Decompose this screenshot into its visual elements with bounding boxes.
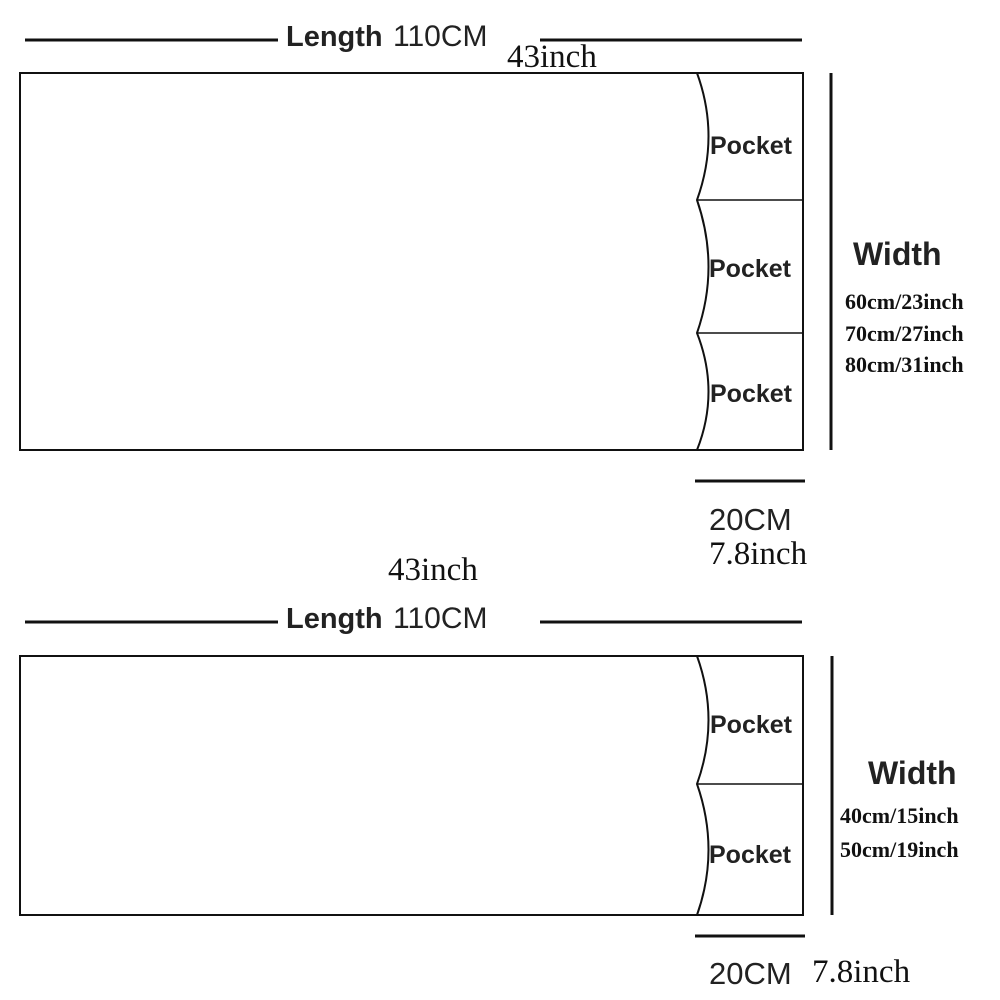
pocket-label: Pocket <box>709 255 792 283</box>
width-size: 80cm/31inch <box>845 352 964 377</box>
width-size: 60cm/23inch <box>845 289 964 314</box>
width-size: 50cm/19inch <box>840 837 959 862</box>
pocket-label: Pocket <box>709 841 792 869</box>
pocket-curve <box>695 655 710 916</box>
pocket-width-cm: 20CM <box>709 956 792 991</box>
pocket-width-inch: 7.8inch <box>812 954 911 990</box>
pocket-label: Pocket <box>710 132 793 160</box>
width-label: Width <box>868 755 957 791</box>
pocket-width-inch: 7.8inch <box>709 536 808 572</box>
length-inch: 43inch <box>388 552 478 588</box>
width-size: 70cm/27inch <box>845 321 964 346</box>
pocket-width-cm: 20CM <box>709 502 792 537</box>
length-inch: 43inch <box>507 39 597 75</box>
bag-outline <box>19 72 804 451</box>
pocket-curve <box>695 72 710 451</box>
diagram-bottom: 43inch Length 110CM Pocket Pocket Width … <box>19 552 959 991</box>
bag-outline <box>19 655 804 916</box>
diagram-top: Length 110CM 43inch Pocket Pocket Pocket… <box>19 20 964 572</box>
width-label: Width <box>853 236 942 272</box>
pocket-label: Pocket <box>710 711 793 739</box>
length-label: Length <box>286 21 383 53</box>
length-value: 110CM <box>393 602 487 635</box>
length-value: 110CM <box>393 20 487 53</box>
pocket-label: Pocket <box>710 380 793 408</box>
width-size: 40cm/15inch <box>840 803 959 828</box>
length-label: Length <box>286 603 383 635</box>
